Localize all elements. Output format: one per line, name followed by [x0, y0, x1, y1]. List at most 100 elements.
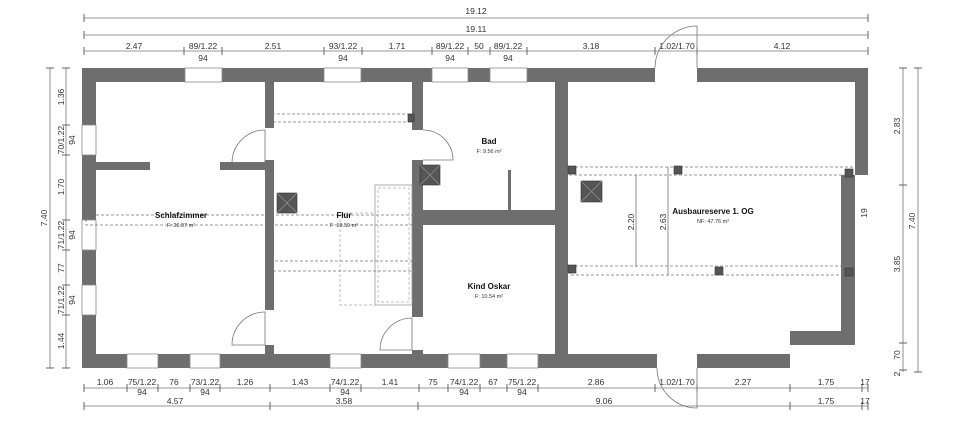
dim-bottom-seg: 17	[860, 377, 870, 387]
dim-bottom-seg: 1.43	[292, 377, 309, 387]
room-area: F: 10.54 m²	[475, 294, 503, 300]
door-kind	[379, 317, 413, 351]
door-schlafzimmer	[231, 311, 266, 346]
walls	[82, 68, 868, 368]
dim-right-seg: 2	[892, 371, 902, 376]
dim-left-sill: 94	[67, 230, 77, 240]
dim-top-seg: 1.71	[389, 41, 406, 51]
door-entrance-top	[654, 25, 698, 69]
chimney-icon	[419, 164, 441, 186]
interior-dimensions: 2.20 2.63	[626, 167, 669, 275]
room-area: F: 26.97 m²	[167, 223, 195, 229]
dim-left-seg: 1.70	[56, 178, 66, 195]
dim-bottom-sill: 94	[200, 387, 210, 397]
doors	[231, 25, 698, 409]
dim-top-seg: 93/1.22	[329, 41, 358, 51]
dim-top-total: 19.12	[465, 6, 487, 16]
wall-schlaf-flur	[265, 82, 274, 128]
room-name: Kind Oskar	[468, 282, 511, 291]
dim-top-sill: 94	[445, 53, 455, 63]
dim-bottom-total: 3.58	[336, 396, 353, 406]
dim-top-seg: 89/1.22	[189, 41, 218, 51]
dim-bottom-seg: 1.06	[97, 377, 114, 387]
dim-bottom-seg: 75/1.22	[128, 377, 157, 387]
dim-right-seg: 2.83	[892, 117, 902, 134]
dim-top-sill: 94	[198, 53, 208, 63]
room-labels: Schlafzimmer F: 26.97 m² Flur F: 19.59 m…	[155, 137, 754, 300]
dim-left-seg: 77	[56, 263, 66, 273]
dim-top-seg: 1.02/1.70	[659, 41, 695, 51]
dim-left-total: 7.40	[39, 209, 49, 226]
dim-bottom-total: 4.57	[167, 396, 184, 406]
dim-top-seg: 3.18	[583, 41, 600, 51]
dim-left-seg: 1.36	[56, 88, 66, 105]
dim-top-seg: 2.47	[126, 41, 143, 51]
door-schlafzimmer	[231, 129, 266, 164]
beams	[85, 113, 854, 277]
dim-left-seg: 70/1.22	[56, 126, 66, 155]
dim-bottom-sill: 94	[137, 387, 147, 397]
wall-ausbau	[555, 82, 568, 354]
dim-bottom-seg: 1.75	[818, 377, 835, 387]
dim-interior: 2.63	[658, 213, 668, 230]
dim-bottom-seg: 1.02/1.70	[659, 377, 695, 387]
dim-bottom-total: 9.06	[596, 396, 613, 406]
top-dimensions: 19.12 19.11 2.47 89/1.22 2.51 93/1.22 1.…	[83, 6, 869, 63]
window	[189, 353, 221, 369]
window	[489, 67, 528, 83]
wall-flur-bad	[412, 160, 423, 317]
wall-bad-kind	[423, 210, 555, 225]
window	[81, 124, 97, 156]
stairs	[339, 184, 413, 306]
dim-bottom-sill: 94	[459, 387, 469, 397]
dim-bottom-seg: 73/1.22	[191, 377, 220, 387]
dim-interior: 2.20	[626, 213, 636, 230]
dim-top-seg: 4.12	[774, 41, 791, 51]
room-area: NF: 47.76 m²	[697, 219, 729, 225]
window	[323, 67, 362, 83]
dim-bottom-seg: 2.86	[588, 377, 605, 387]
dim-top-sill: 94	[338, 53, 348, 63]
dim-bottom-seg: 1.41	[382, 377, 399, 387]
dim-left-seg: 71/1.22	[56, 286, 66, 315]
bottom-dimensions: 1.06 75/1.22 76 73/1.22 1.26 1.43 74/1.2…	[83, 377, 870, 410]
dim-bottom-seg: 76	[169, 377, 179, 387]
window	[81, 284, 97, 316]
window	[126, 353, 159, 369]
dim-top-seg: 2.51	[265, 41, 282, 51]
dim-bottom-seg: 74/1.22	[331, 377, 360, 387]
room-area: F: 19.59 m²	[330, 223, 358, 229]
chimney-icon	[276, 192, 298, 214]
window	[329, 353, 362, 369]
window	[431, 67, 469, 83]
dim-top-seg: 89/1.22	[436, 41, 465, 51]
room-area: F: 9.56 m²	[476, 149, 501, 155]
wall-bad-partial	[508, 170, 511, 210]
dim-bottom-total: 17	[860, 396, 870, 406]
left-dimensions: 7.40 1.36 70/1.22 1.70 71/1.22 77 71/1.2…	[39, 67, 77, 369]
room-name: Schlafzimmer	[155, 211, 207, 220]
windows	[81, 67, 539, 369]
wall-schlaf-flur	[265, 160, 274, 310]
dim-top-seg: 89/1.22	[494, 41, 523, 51]
wall-schlaf-partial	[96, 162, 150, 170]
chimney-icon	[580, 180, 603, 203]
right-dimensions: 2.83 3.85 70 2 7.40 19	[859, 67, 922, 376]
dim-top-seg: 50	[474, 41, 484, 51]
room-name: Bad	[481, 137, 496, 146]
dim-bottom-sill: 94	[340, 387, 350, 397]
dim-right-step: 19	[859, 208, 869, 218]
dim-right-seg: 3.85	[892, 255, 902, 272]
dim-right-total: 7.40	[907, 212, 917, 229]
dim-bottom-seg: 2.27	[735, 377, 752, 387]
wall-schlaf-partial	[220, 162, 265, 170]
room-name: Ausbaureserve 1. OG	[672, 207, 753, 216]
dim-top-sill: 94	[503, 53, 513, 63]
dim-left-seg: 71/1.22	[56, 221, 66, 250]
window	[506, 353, 539, 369]
door-bad	[422, 129, 454, 161]
dim-bottom-seg: 75	[428, 377, 438, 387]
dim-left-sill: 94	[67, 295, 77, 305]
chimneys	[276, 164, 603, 214]
